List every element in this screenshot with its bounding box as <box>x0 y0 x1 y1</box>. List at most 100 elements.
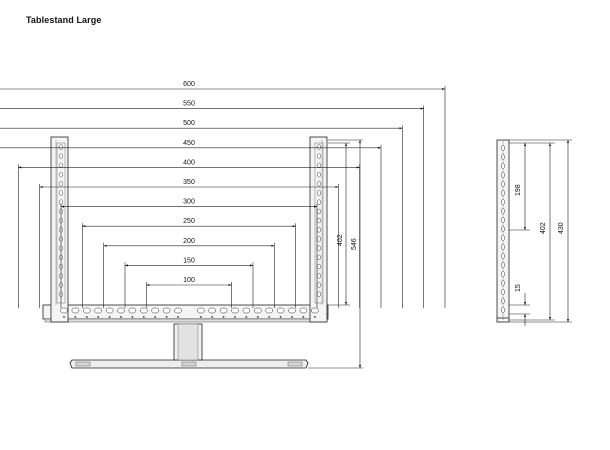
slot-hole <box>105 307 114 314</box>
width-dimension-label: 200 <box>183 238 195 245</box>
mounting-hole <box>58 171 64 178</box>
mounting-hole <box>316 291 322 297</box>
mounting-hole <box>501 271 505 277</box>
slot-hole <box>71 307 80 314</box>
crossbar-dot <box>268 316 271 318</box>
mounting-hole <box>501 217 505 223</box>
foot-pad-center <box>181 361 197 367</box>
slot-hole <box>276 307 285 314</box>
crossbar-dot <box>74 316 77 318</box>
mounting-hole <box>316 282 322 288</box>
slot-hole <box>219 307 228 314</box>
crossbar-dot <box>131 316 134 318</box>
crossbar-dot <box>199 316 202 318</box>
width-dimension: 100 <box>146 277 232 308</box>
crossbar-dot <box>256 316 259 318</box>
width-dimension: 600 <box>0 81 446 308</box>
mounting-hole <box>58 190 64 196</box>
width-dimension-label: 400 <box>183 159 195 166</box>
crossbar-dot <box>165 316 168 318</box>
crossbar-dot <box>222 316 225 318</box>
mounting-hole <box>501 289 505 295</box>
crossbar-dot <box>313 316 316 318</box>
width-dimension: 450 <box>0 140 382 308</box>
mounting-hole <box>316 245 322 251</box>
dim-402-side-label: 402 <box>540 222 547 234</box>
slot-hole <box>254 307 262 314</box>
slot-hole <box>140 307 148 314</box>
crossbar-dot <box>245 316 248 318</box>
mounting-hole <box>316 217 322 224</box>
crossbar-dot <box>63 316 65 318</box>
slot-hole <box>162 307 171 314</box>
crossbar-mounting-holes <box>60 307 319 318</box>
crossbar-dot <box>279 316 282 318</box>
slot-hole <box>242 307 251 314</box>
crossbar-dot <box>85 316 88 318</box>
slot-hole <box>174 307 182 314</box>
mounting-hole <box>316 227 322 233</box>
mounting-hole <box>501 244 505 250</box>
mounting-hole <box>58 181 64 187</box>
width-dimension-label: 450 <box>183 140 195 147</box>
mounting-hole <box>316 263 322 270</box>
mounting-hole <box>316 162 322 169</box>
mounting-hole <box>316 273 322 279</box>
mounting-hole <box>58 153 64 159</box>
width-dimension: 300 <box>60 199 318 308</box>
crossbar-dot <box>97 316 100 318</box>
width-dimension-label: 300 <box>183 199 195 206</box>
slot-hole <box>311 307 319 314</box>
crossbar-dot <box>108 316 111 318</box>
foot-pad-right <box>287 361 303 367</box>
width-dimension-label: 250 <box>183 218 195 225</box>
foot-pad-left <box>75 361 91 367</box>
mounting-hole <box>501 262 505 268</box>
mounting-hole <box>501 208 505 214</box>
page-title: Tablestand Large <box>26 15 102 25</box>
width-dimension: 200 <box>103 238 275 308</box>
mounting-hole <box>316 199 322 205</box>
crossbar-dot <box>177 316 179 318</box>
width-dimension-label: 550 <box>183 101 195 108</box>
mounting-hole <box>58 144 64 150</box>
slot-hole <box>231 307 239 314</box>
front-view <box>42 136 329 369</box>
mounting-hole <box>501 145 505 151</box>
side-mounting-holes <box>501 145 505 313</box>
mounting-hole <box>501 181 505 187</box>
mounting-hole <box>501 280 505 286</box>
dim-546-front-label: 546 <box>351 238 358 250</box>
dim-15-side-label: 15 <box>515 284 522 292</box>
mounting-hole <box>316 171 322 178</box>
mounting-hole <box>58 162 64 169</box>
mounting-hole <box>501 226 505 232</box>
dim-402-front-label: 402 <box>337 234 344 246</box>
slot-hole <box>60 307 68 314</box>
mounting-hole <box>501 190 505 196</box>
width-dimension: 500 <box>0 120 403 308</box>
slot-hole <box>288 307 296 314</box>
width-dimension-label: 150 <box>183 257 195 264</box>
width-dimension-label: 500 <box>183 120 195 127</box>
slot-hole <box>265 307 273 314</box>
mounting-hole <box>316 144 322 150</box>
crossbar-dot <box>234 316 236 318</box>
mounting-hole <box>501 154 505 160</box>
mounting-hole <box>501 298 505 304</box>
width-dimension-label: 100 <box>183 277 195 284</box>
slot-hole <box>208 307 216 314</box>
width-dimension-label: 600 <box>183 81 195 88</box>
dim-198-side-label: 198 <box>515 184 522 196</box>
mounting-hole <box>316 236 322 242</box>
width-dimension: 250 <box>82 218 296 308</box>
slot-hole <box>151 307 159 314</box>
mounting-hole <box>316 208 322 215</box>
side-view <box>496 139 572 326</box>
dim-430-side-label: 430 <box>558 222 565 234</box>
width-dimension: 350 <box>39 179 339 308</box>
crossbar-dot <box>142 316 145 318</box>
slot-hole <box>299 307 308 314</box>
